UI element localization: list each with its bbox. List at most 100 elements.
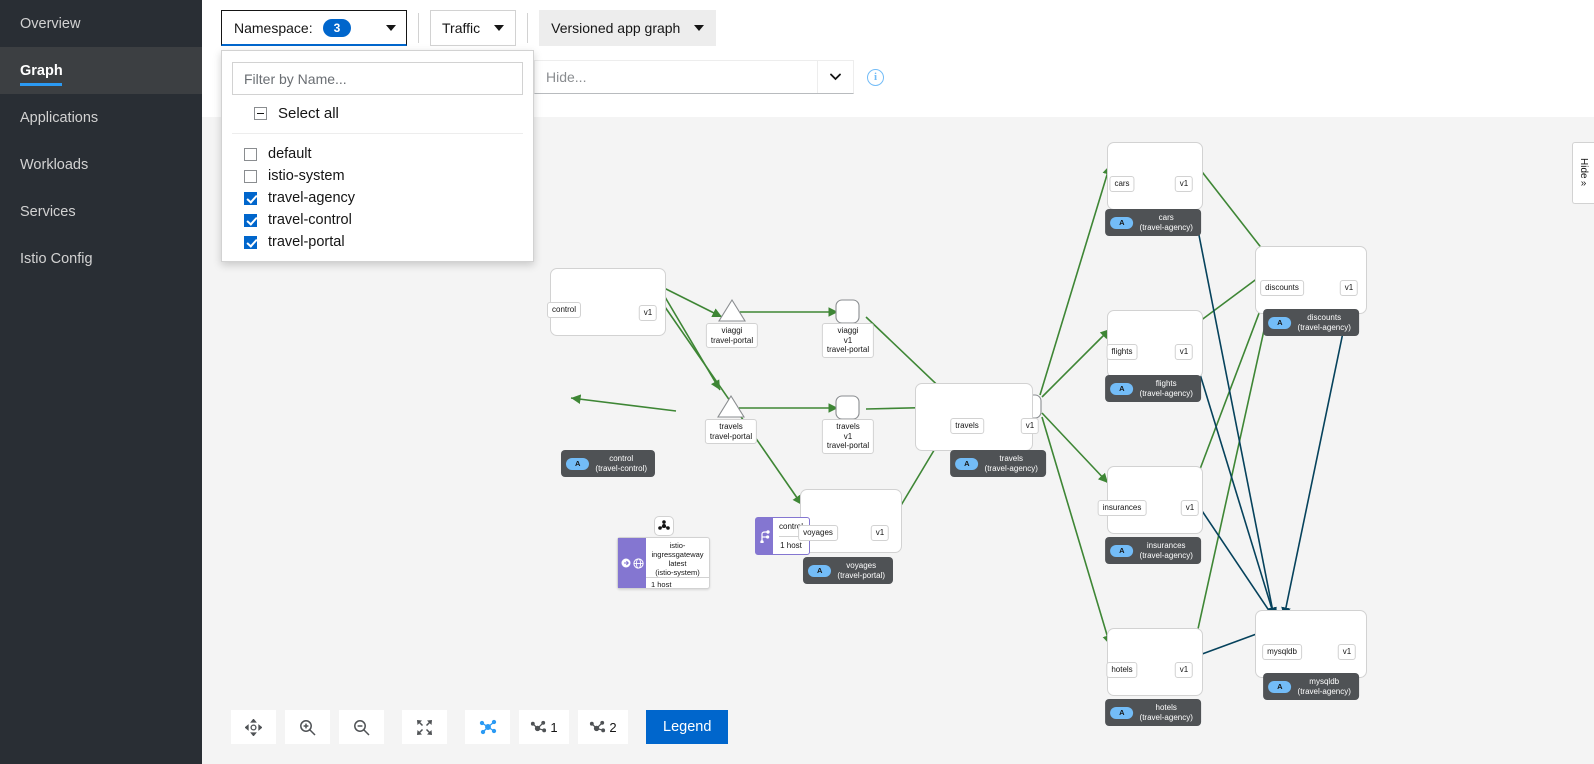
layout-graph-icon	[479, 719, 496, 735]
sidebar-item-graph[interactable]: Graph	[0, 47, 202, 94]
node-label-travels-agency-v1: v1	[1020, 418, 1040, 434]
node-label-control: control	[546, 302, 582, 318]
checkbox-checked-icon[interactable]	[244, 191, 257, 205]
namespace-filter-placeholder: Filter by Name...	[244, 70, 347, 87]
badge-label: flights (travel-agency)	[1139, 379, 1193, 398]
hide-side-panel-tab[interactable]: Hide »	[1572, 142, 1594, 204]
checkbox-checked-icon[interactable]	[244, 235, 257, 249]
sidebar: Overview Graph Applications Workloads Se…	[0, 0, 202, 764]
virtualservice-name: control	[779, 522, 804, 532]
graph-canvas[interactable]: istio-ingressgateway latest (istio-syste…	[202, 117, 1594, 764]
node-label-voyages: voyages	[798, 525, 838, 541]
checkbox-checked-icon[interactable]	[244, 213, 257, 227]
istio-ingressgateway-node[interactable]: istio-ingressgateway latest (istio-syste…	[617, 537, 710, 589]
hide-dropdown-toggle[interactable]	[817, 61, 853, 93]
sidebar-item-workloads[interactable]: Workloads	[0, 141, 202, 188]
info-icon[interactable]: i	[867, 68, 884, 86]
namespace-filter-input[interactable]: Filter by Name...	[232, 62, 523, 95]
node-group-travels-agency[interactable]	[915, 383, 1033, 451]
gateway-hosts: 1 host	[646, 577, 709, 591]
chevron-down-icon	[494, 25, 505, 31]
namespace-option-default[interactable]: default	[222, 143, 533, 165]
node-label-travels-portal: travels travel-portal	[704, 419, 758, 444]
node-label-mysqldb-v1: v1	[1337, 644, 1357, 660]
service-node-viaggi	[718, 298, 746, 322]
badge-letter: A	[1110, 216, 1134, 229]
namespace-label: Namespace:	[234, 19, 313, 36]
badge-label: insurances (travel-agency)	[1139, 541, 1193, 560]
legend-button[interactable]: Legend	[646, 710, 729, 744]
virtualservice-hosts: 1 host	[779, 535, 804, 555]
node-label-cars-v1: v1	[1174, 176, 1194, 192]
badge-letter: A	[1110, 544, 1134, 557]
node-label-flights-v1: v1	[1174, 344, 1194, 360]
namespace-option-label: travel-portal	[268, 234, 345, 250]
double-chevron-right-icon: »	[1580, 178, 1587, 190]
zoom-out-icon	[354, 719, 370, 736]
indeterminate-checkbox-icon[interactable]	[254, 107, 267, 120]
badge-label: discounts (travel-agency)	[1297, 313, 1351, 332]
node-badge-insurances[interactable]: A insurances (travel-agency)	[1105, 537, 1201, 564]
badge-label: control (travel-control)	[595, 454, 648, 473]
toolbar-row-secondary: Hide... i	[221, 60, 884, 94]
sidebar-item-label: Services	[20, 203, 76, 220]
sidebar-item-label: Applications	[20, 109, 99, 126]
sidebar-item-applications[interactable]: Applications	[0, 94, 202, 141]
node-badge-mysqldb[interactable]: A mysqldb (travel-agency)	[1263, 673, 1359, 700]
sidebar-item-services[interactable]: Services	[0, 188, 202, 235]
node-badge-control[interactable]: A control (travel-control)	[560, 450, 656, 477]
namespace-option-travel-agency[interactable]: travel-agency	[222, 187, 533, 209]
legend-button-label: Legend	[663, 719, 712, 735]
pan-drag-button[interactable]	[231, 710, 276, 744]
node-badge-voyages[interactable]: A voyages (travel-portal)	[802, 557, 894, 584]
namespace-option-travel-portal[interactable]: travel-portal	[222, 231, 533, 253]
node-badge-hotels[interactable]: A hotels (travel-agency)	[1105, 699, 1201, 726]
traffic-dropdown[interactable]: Traffic	[430, 10, 517, 46]
zoom-in-icon	[300, 719, 316, 736]
node-label-hotels: hotels	[1106, 662, 1138, 678]
gateway-badges	[618, 538, 646, 588]
toolbar-row-primary: Namespace: 3 Traffic Versioned app graph	[221, 10, 717, 46]
badge-label: travels (travel-agency)	[984, 454, 1038, 473]
select-all-row[interactable]: Select all	[232, 95, 523, 134]
node-badge-discounts[interactable]: A discounts (travel-agency)	[1263, 309, 1359, 336]
layout-1-button[interactable]: 1	[519, 710, 569, 744]
namespace-option-travel-control[interactable]: travel-control	[222, 209, 533, 231]
zoom-in-button[interactable]	[285, 710, 330, 744]
layout-1-label: 1	[550, 719, 558, 735]
gateway-name: istio-ingressgateway latest (istio-syste…	[651, 541, 704, 577]
checkbox-icon[interactable]	[244, 147, 257, 161]
sidebar-item-istio-config[interactable]: Istio Config	[0, 235, 202, 282]
chevron-down-icon	[830, 73, 841, 81]
node-label-flights: flights	[1106, 344, 1138, 360]
node-group-voyages[interactable]	[800, 489, 902, 553]
fit-to-screen-button[interactable]	[402, 710, 447, 744]
badge-letter: A	[1268, 316, 1292, 329]
layout-graph-icon	[531, 720, 547, 732]
app-node-travels-portal-v1	[835, 395, 860, 420]
node-label-travels-portal-v1: travels v1 travel-portal	[821, 419, 875, 454]
namespace-option-label: travel-agency	[268, 190, 356, 206]
namespace-selector-button[interactable]: Namespace: 3	[221, 10, 407, 46]
graph-bottom-toolbar: 1 2 Legend	[231, 710, 729, 744]
layout-2-button[interactable]: 2	[578, 710, 628, 744]
checkbox-icon[interactable]	[244, 169, 257, 183]
virtualservice-icon	[756, 518, 773, 554]
sidebar-item-overview[interactable]: Overview	[0, 0, 202, 47]
node-label-travels-agency: travels	[950, 418, 984, 434]
hide-input[interactable]: Hide...	[534, 60, 854, 94]
layout-default-button[interactable]	[465, 710, 510, 744]
node-badge-flights[interactable]: A flights (travel-agency)	[1105, 375, 1201, 402]
istio-gateway-icon	[654, 516, 674, 536]
node-badge-travels-agency[interactable]: A travels (travel-agency)	[950, 450, 1046, 477]
circle-arrow-icon	[621, 558, 630, 568]
namespace-option-istio-system[interactable]: istio-system	[222, 165, 533, 187]
graph-type-dropdown[interactable]: Versioned app graph	[539, 10, 717, 46]
app-node-viaggi-v1	[835, 299, 860, 324]
node-badge-cars[interactable]: A cars (travel-agency)	[1105, 209, 1201, 236]
badge-label: mysqldb (travel-agency)	[1297, 677, 1351, 696]
virtualservice-body: control 1 host	[773, 518, 809, 554]
zoom-out-button[interactable]	[339, 710, 384, 744]
namespace-option-label: travel-control	[268, 212, 352, 228]
gateway-body: istio-ingressgateway latest (istio-syste…	[646, 538, 709, 591]
